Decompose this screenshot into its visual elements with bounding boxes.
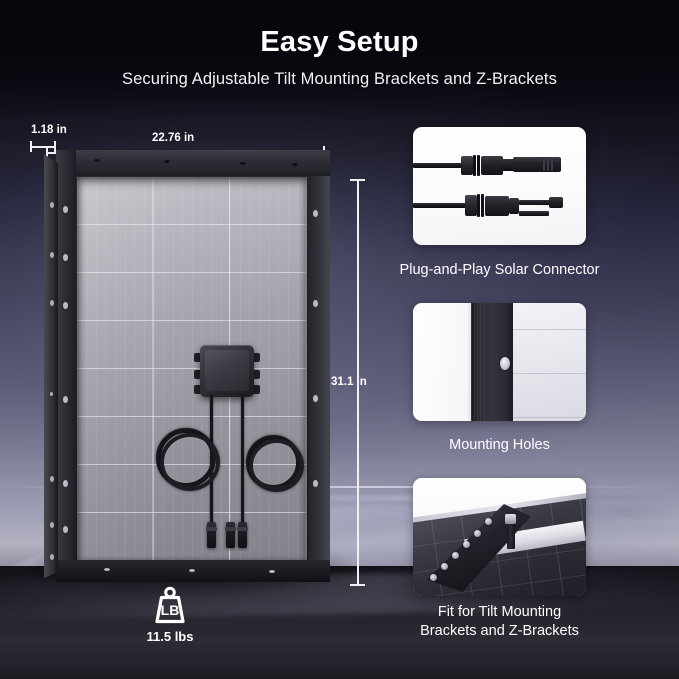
page-title: Easy Setup xyxy=(260,26,419,58)
dimension-label-height: 31.1 in xyxy=(331,376,367,388)
bracket-hole xyxy=(485,518,492,525)
connector-nut xyxy=(465,195,477,216)
panel-laminate xyxy=(77,177,307,561)
connector-socket xyxy=(513,157,561,172)
junction-box-tab xyxy=(194,353,201,362)
panel-frame-left xyxy=(56,150,76,582)
connector-rib xyxy=(551,158,553,171)
connector-collar xyxy=(509,198,519,214)
frame-screw xyxy=(269,570,275,573)
weight-icon-text: LB xyxy=(161,602,180,618)
dimension-label-width: 22.76 in xyxy=(152,132,195,144)
bolt-head xyxy=(505,514,516,524)
frame-screw xyxy=(292,163,298,166)
mounting-hole xyxy=(63,526,68,533)
feature-card-mounting-holes[interactable] xyxy=(413,303,586,421)
junction-box-tab xyxy=(253,385,260,394)
mounting-hole xyxy=(63,206,68,213)
mounting-hole xyxy=(313,480,318,487)
dimension-cap xyxy=(30,141,32,152)
weight-icon: LB xyxy=(155,586,185,624)
bracket-hole xyxy=(441,563,448,570)
dimension-cap xyxy=(350,584,365,586)
panel-side-edge xyxy=(44,154,58,578)
cable-coil xyxy=(160,433,220,491)
feature-caption-line1: Fit for Tilt Mounting xyxy=(437,604,562,620)
mounting-hole xyxy=(63,396,68,403)
connector-cable xyxy=(413,163,465,168)
panel-cell-lines xyxy=(513,303,586,421)
weight-badge: LB 11.5 lbs xyxy=(0,586,340,644)
connector-nut xyxy=(461,156,473,175)
connector-rib xyxy=(543,158,545,171)
page-subtitle: Securing Adjustable Tilt Mounting Bracke… xyxy=(122,70,557,88)
connector-pin xyxy=(519,211,549,216)
connector-body xyxy=(481,156,503,175)
bracket-hole xyxy=(430,574,437,581)
panel-cable xyxy=(241,395,245,545)
bolt-stem xyxy=(507,523,515,549)
junction-box-tab xyxy=(253,353,260,362)
mc4-connector-ring xyxy=(237,527,248,531)
dimension-label-thickness: 1.18 in xyxy=(31,124,67,136)
mounting-hole xyxy=(63,480,68,487)
cable-coil xyxy=(249,439,304,492)
junction-box-tab xyxy=(194,370,201,379)
dimension-cap xyxy=(46,146,48,159)
mc4-connector xyxy=(207,522,216,548)
solar-panel-image xyxy=(36,150,346,596)
connector-rib xyxy=(481,194,484,217)
bracket-hole xyxy=(452,552,459,559)
laminate-inner-shadow xyxy=(77,177,307,561)
connector-tip xyxy=(501,159,515,171)
frame-screw xyxy=(104,568,110,571)
dimension-cap xyxy=(54,141,56,152)
background-top-fade xyxy=(0,0,679,120)
connector-end xyxy=(549,197,563,208)
mounting-hole xyxy=(313,395,318,402)
feature-caption-line2: Brackets and Z-Brackets xyxy=(420,623,579,639)
connector-rib xyxy=(547,158,549,171)
feature-card-tilt-brackets[interactable] xyxy=(413,478,586,596)
connector-rib xyxy=(477,194,480,217)
solar-cell-busbars xyxy=(77,177,307,561)
feature-caption-mounting-holes: Mounting Holes xyxy=(449,437,550,453)
mc4-connector xyxy=(226,522,235,548)
solar-cell-grid xyxy=(77,177,307,561)
frame-screw xyxy=(240,162,246,165)
frame-screw xyxy=(164,160,170,163)
weight-value: 11.5 lbs xyxy=(146,629,194,644)
connector-rib xyxy=(473,155,476,176)
junction-box-tab xyxy=(194,385,201,394)
feature-caption-tilt-brackets: Fit for Tilt Mounting Brackets and Z-Bra… xyxy=(348,603,651,641)
panel-frame-right xyxy=(308,152,330,582)
junction-box xyxy=(200,345,254,397)
feature-caption-solar-connector: Plug-and-Play Solar Connector xyxy=(399,262,600,278)
mc4-connector-ring xyxy=(206,527,217,531)
mc4-connector xyxy=(238,522,247,548)
dimension-cap xyxy=(350,179,365,181)
dimension-line-height xyxy=(357,180,359,585)
mounting-hole xyxy=(313,210,318,217)
frame-ribs xyxy=(471,303,487,421)
mounting-hole xyxy=(63,254,68,261)
panel-front-surface xyxy=(513,303,586,421)
junction-box-tab xyxy=(253,370,260,379)
connector-pin xyxy=(519,200,555,205)
mounting-hole xyxy=(313,300,318,307)
mounting-hole xyxy=(63,302,68,309)
frame-screw xyxy=(94,159,100,162)
connector-body xyxy=(485,196,509,216)
connector-rib xyxy=(477,155,480,176)
bracket-hole xyxy=(474,530,481,537)
panel-frame-top xyxy=(56,150,330,176)
mc4-connector-ring xyxy=(225,527,236,531)
bracket-hole xyxy=(463,541,470,548)
frame-screw xyxy=(189,569,195,572)
dimension-line-thickness xyxy=(31,146,55,148)
connector-cable xyxy=(413,203,469,208)
panel-back-surface xyxy=(413,303,468,421)
mounting-hole-closeup xyxy=(500,357,510,370)
feature-card-solar-connector[interactable] xyxy=(413,127,586,245)
